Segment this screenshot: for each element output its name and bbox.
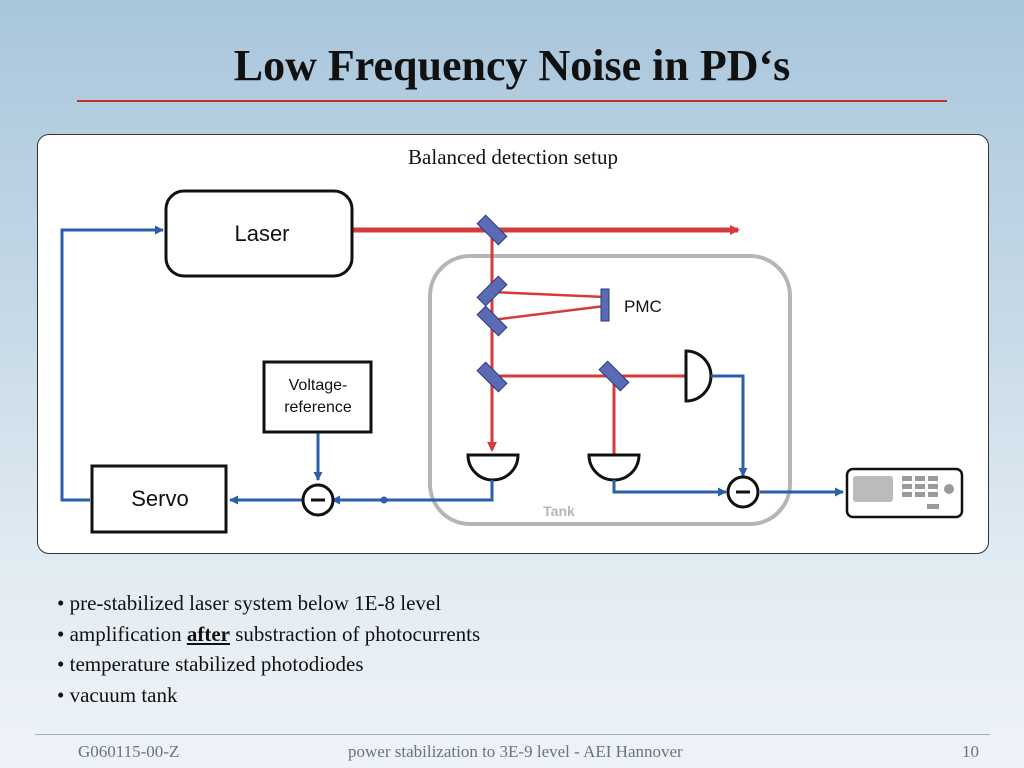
footer-divider [35,734,990,735]
laser-label: Laser [234,221,289,246]
beam-splitter-pd2 [598,360,630,392]
laser-box [164,189,354,278]
subtractor-photocurrents [726,475,760,509]
subtractor-servo [301,483,335,517]
photodiode-left [466,453,520,482]
list-item: • pre-stabilized laser system below 1E-8… [57,591,442,615]
pmc-label: PMC [624,297,662,316]
footer-doc-id: G060115-00-Z [78,742,180,761]
voltage-reference-box [262,360,373,434]
photodiode-right [684,349,713,403]
diagram-caption: Balanced detection setup [408,145,618,169]
mirrors [476,214,630,393]
footer-page-number: 10 [962,742,979,761]
bullet-list: • pre-stabilized laser system below 1E-8… [57,588,480,710]
laser-beam [352,225,740,458]
voltage-reference-label-2: reference [284,399,352,416]
servo-label: Servo [131,486,188,511]
footer-subtitle: power stabilization to 3E-9 level - AEI … [348,742,683,761]
pmc-end-mirror [600,288,610,322]
list-item: • amplification after substraction of ph… [57,621,481,646]
list-item: • vacuum tank [57,682,178,707]
voltage-reference-label-1: Voltage- [289,377,348,394]
pmc-mirror-lower [476,305,508,337]
beam-splitter-top [476,214,508,246]
servo-box [90,464,228,534]
tank-label: Tank [543,503,575,519]
junction-dot [380,496,388,504]
spectrum-analyzer-icon [845,467,964,519]
photodiodes [466,349,713,482]
title-divider [77,100,947,102]
list-item: • temperature stabilized photodiodes [57,652,364,676]
photodiode-center [587,453,641,482]
pmc-mirror-upper [476,275,508,307]
tank-enclosure [428,254,792,526]
signal-lines [60,225,844,505]
beam-splitter-pd1 [476,361,508,393]
slide-title: Low Frequency Noise in PD‘s [233,41,791,90]
